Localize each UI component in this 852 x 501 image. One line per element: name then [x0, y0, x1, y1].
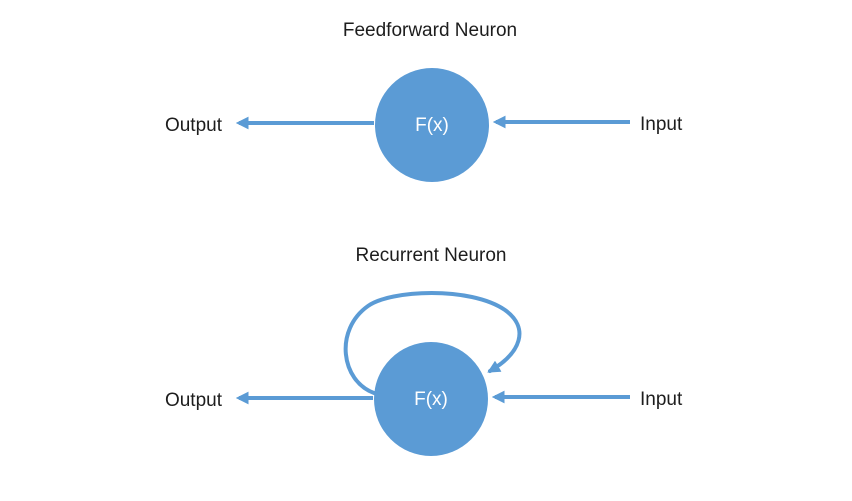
feedforward-diagram: Feedforward Neuron F(x) Output Input — [165, 20, 683, 182]
recurrent-title: Recurrent Neuron — [355, 245, 506, 266]
recurrent-input-label: Input — [640, 389, 683, 410]
feedforward-node-label: F(x) — [415, 115, 449, 136]
recurrent-output-label: Output — [165, 390, 223, 411]
recurrent-diagram: Recurrent Neuron F(x) Output Input — [165, 245, 683, 456]
feedforward-output-label: Output — [165, 115, 223, 136]
recurrent-node-label: F(x) — [414, 389, 448, 410]
recurrent-neuron-node — [374, 342, 488, 456]
feedforward-neuron-node — [375, 68, 489, 182]
feedforward-input-label: Input — [640, 114, 683, 135]
feedforward-title: Feedforward Neuron — [343, 20, 517, 41]
recurrent-feedback-loop-arrow-icon — [343, 291, 522, 395]
